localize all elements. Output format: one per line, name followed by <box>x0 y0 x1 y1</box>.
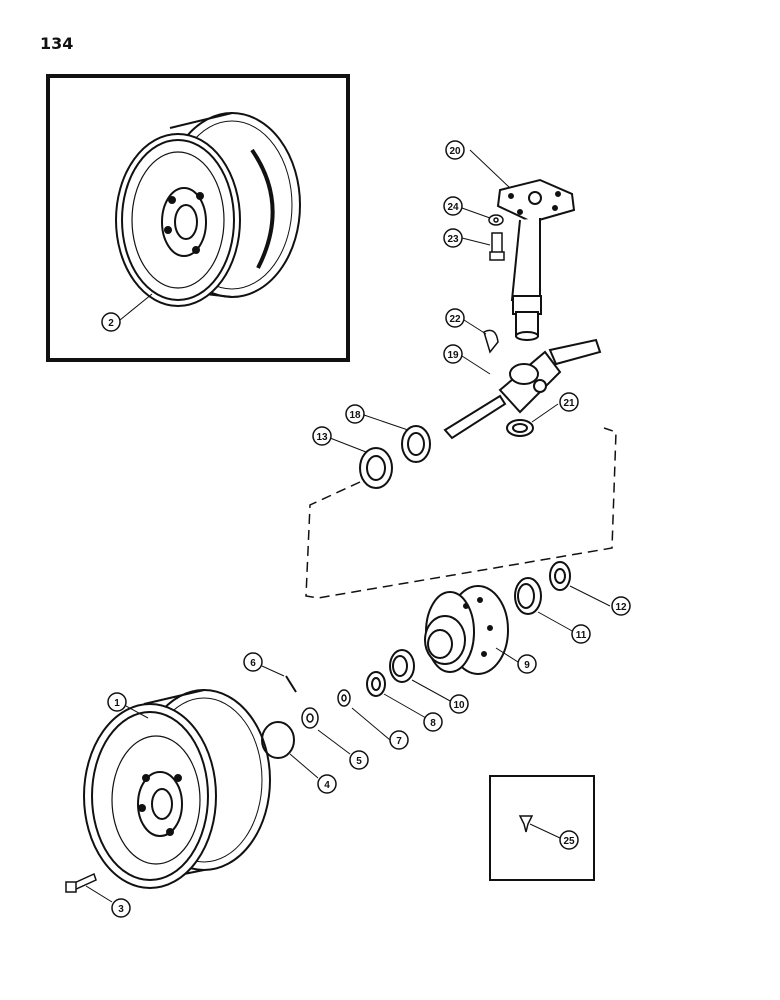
bearing-cup-11 <box>514 577 542 615</box>
svg-text:18: 18 <box>349 410 361 421</box>
hub-cap-4 <box>261 721 295 759</box>
castle-nut-5 <box>301 707 319 729</box>
seal-18 <box>401 425 431 463</box>
svg-text:25: 25 <box>563 836 575 847</box>
assembly-dashed-outline <box>305 427 617 599</box>
svg-text:10: 10 <box>453 700 465 711</box>
callout-10: 10 <box>449 694 469 714</box>
washer-7 <box>337 689 351 707</box>
callout-1: 1 <box>107 692 127 712</box>
svg-text:19: 19 <box>447 350 459 361</box>
key-22 <box>483 329 499 354</box>
spindle-20 <box>496 178 576 341</box>
inset-box-wheel-2 <box>46 74 350 362</box>
callout-8: 8 <box>423 712 443 732</box>
callout-22: 22 <box>445 308 465 328</box>
bearing-cone-12 <box>549 561 571 591</box>
svg-text:12: 12 <box>615 602 627 613</box>
svg-text:22: 22 <box>449 314 461 325</box>
bearing-cup-10 <box>389 649 415 683</box>
callout-6: 6 <box>243 652 263 672</box>
wheel-rim-2 <box>115 112 301 307</box>
washer-21 <box>506 419 534 437</box>
svg-text:6: 6 <box>250 658 256 669</box>
callout-25: 25 <box>559 830 579 850</box>
callout-24: 24 <box>443 196 463 216</box>
callout-9: 9 <box>517 654 537 674</box>
bolt-23 <box>489 232 505 261</box>
cotter-pin-6 <box>285 675 297 693</box>
callout-21: 21 <box>559 392 579 412</box>
hub-9 <box>424 585 509 675</box>
svg-text:8: 8 <box>430 718 436 729</box>
svg-text:13: 13 <box>316 432 328 443</box>
callout-11: 11 <box>571 624 591 644</box>
svg-text:4: 4 <box>324 780 330 791</box>
callouts: 1 2 3 4 5 6 7 8 9 10 11 12 13 18 19 20 2… <box>101 140 631 918</box>
callout-20: 20 <box>445 140 465 160</box>
wheel-bolt-3 <box>65 872 97 893</box>
svg-text:3: 3 <box>118 904 124 915</box>
svg-text:5: 5 <box>356 756 362 767</box>
axle-19 <box>443 338 602 440</box>
leader-lines <box>85 149 611 903</box>
svg-text:21: 21 <box>563 398 575 409</box>
wheel-rim-1 <box>83 689 271 889</box>
nut-24 <box>488 214 504 226</box>
callout-7: 7 <box>389 730 409 750</box>
callout-23: 23 <box>443 228 463 248</box>
inset-box-screw-25 <box>489 775 595 881</box>
svg-text:23: 23 <box>447 234 459 245</box>
seal-13 <box>359 447 393 489</box>
callout-3: 3 <box>111 898 131 918</box>
callout-4: 4 <box>317 774 337 794</box>
svg-text:2: 2 <box>108 318 114 329</box>
bearing-cone-8 <box>366 671 386 697</box>
callout-18: 18 <box>345 404 365 424</box>
svg-text:24: 24 <box>447 202 459 213</box>
svg-text:11: 11 <box>576 630 587 641</box>
callout-12: 12 <box>611 596 631 616</box>
svg-text:9: 9 <box>524 660 530 671</box>
svg-text:7: 7 <box>396 736 402 747</box>
callout-13: 13 <box>312 426 332 446</box>
page-number: 134 <box>40 34 74 53</box>
svg-text:20: 20 <box>449 146 461 157</box>
callout-19: 19 <box>443 344 463 364</box>
callout-2: 2 <box>101 312 121 332</box>
svg-text:1: 1 <box>114 698 120 709</box>
callout-5: 5 <box>349 750 369 770</box>
